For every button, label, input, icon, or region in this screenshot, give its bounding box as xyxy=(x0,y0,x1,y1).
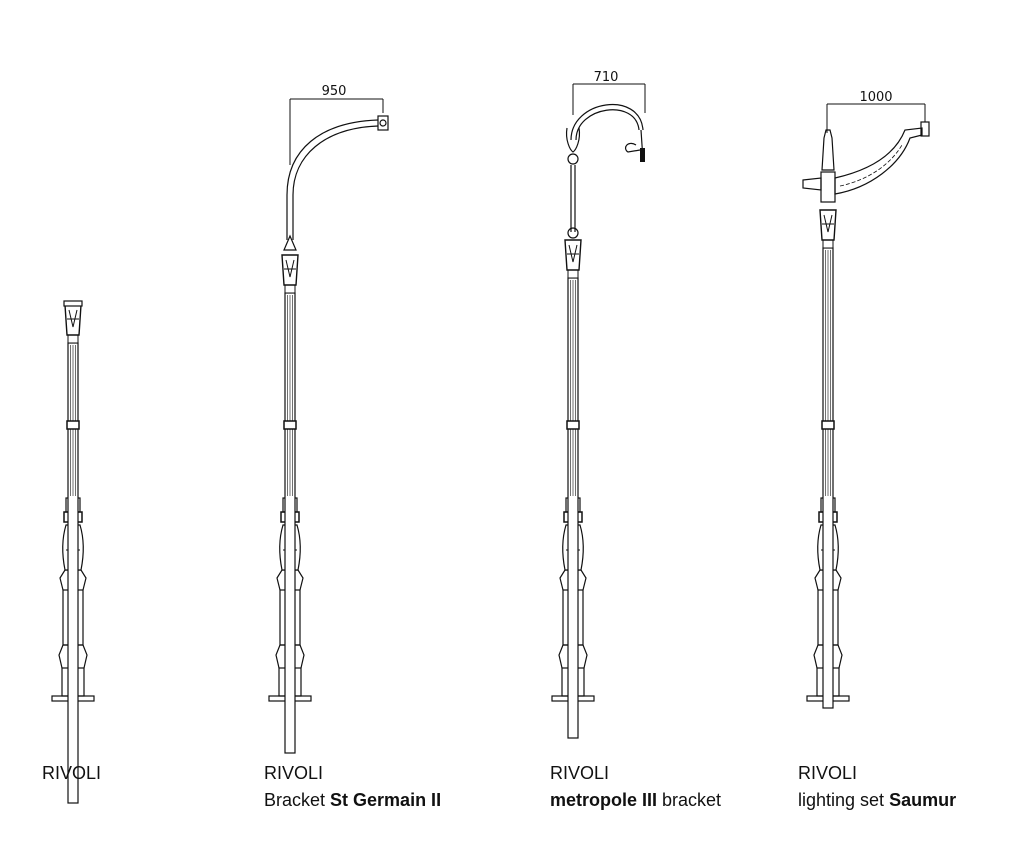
lamp-post-metropole xyxy=(551,104,645,739)
bracket-arm xyxy=(834,127,923,195)
caption-rivoli-metropole: RIVOLI metropole III bracket xyxy=(550,760,721,814)
lamp-post-saumur xyxy=(802,121,930,709)
bracket-hub xyxy=(820,171,836,203)
bracket-arm xyxy=(570,104,644,141)
dimension-label: 950 xyxy=(322,84,347,99)
bracket-arm xyxy=(575,109,640,141)
arm-detail xyxy=(839,144,903,187)
lighting-set-name: Saumur xyxy=(889,790,957,810)
capital-detail xyxy=(67,309,79,328)
capital-neck xyxy=(567,269,579,279)
arm-scroll xyxy=(565,127,581,153)
capital-detail xyxy=(822,214,834,233)
lamp-post-st-germain xyxy=(268,115,389,754)
bracket-name: St Germain II xyxy=(330,790,442,810)
lamp-post-none xyxy=(51,300,95,804)
capital-neck xyxy=(822,239,834,249)
capital-neck xyxy=(284,284,296,294)
rear-arm xyxy=(802,177,822,191)
capital xyxy=(564,239,582,271)
capital-detail xyxy=(567,244,579,263)
caption-rivoli-st-germain: RIVOLI Bracket St Germain II xyxy=(264,760,441,814)
lamp-fitting xyxy=(379,119,387,127)
shaft-ring xyxy=(566,420,580,430)
post-knuckle xyxy=(567,227,579,239)
caption-text: Bracket xyxy=(264,790,331,810)
finial xyxy=(821,129,835,171)
capital xyxy=(64,304,82,336)
product-name: RIVOLI xyxy=(264,763,324,783)
dimension-label: 710 xyxy=(594,70,619,85)
caption-rivoli-saumur: RIVOLI lighting set Saumur xyxy=(798,760,956,814)
bracket-collar xyxy=(283,234,297,251)
capital-neck xyxy=(67,334,79,344)
bracket-name: metropole III xyxy=(550,790,658,810)
dimension-710: 710 xyxy=(572,70,646,115)
bracket-arm xyxy=(286,119,379,240)
caption-text: lighting set xyxy=(798,790,890,810)
product-name: RIVOLI xyxy=(798,763,858,783)
shaft-ring xyxy=(66,420,80,430)
dimension-label: 1000 xyxy=(859,90,892,105)
caption-rivoli: RIVOLI xyxy=(42,760,101,787)
capital-detail xyxy=(284,259,296,278)
caption-text: bracket xyxy=(657,790,722,810)
post-knuckle xyxy=(567,153,579,165)
product-name: RIVOLI xyxy=(550,763,610,783)
dimension-950: 950 xyxy=(289,84,384,165)
pole-cap xyxy=(63,300,83,307)
lamp-fitting xyxy=(640,148,645,162)
capital xyxy=(281,254,299,286)
product-name: RIVOLI xyxy=(42,763,102,783)
shaft-ring xyxy=(283,420,297,430)
capital xyxy=(819,209,837,241)
shaft-ring xyxy=(821,420,835,430)
bracket-arm xyxy=(292,125,379,240)
dimension-1000: 1000 xyxy=(826,90,926,133)
lamp-fitting xyxy=(377,115,389,131)
